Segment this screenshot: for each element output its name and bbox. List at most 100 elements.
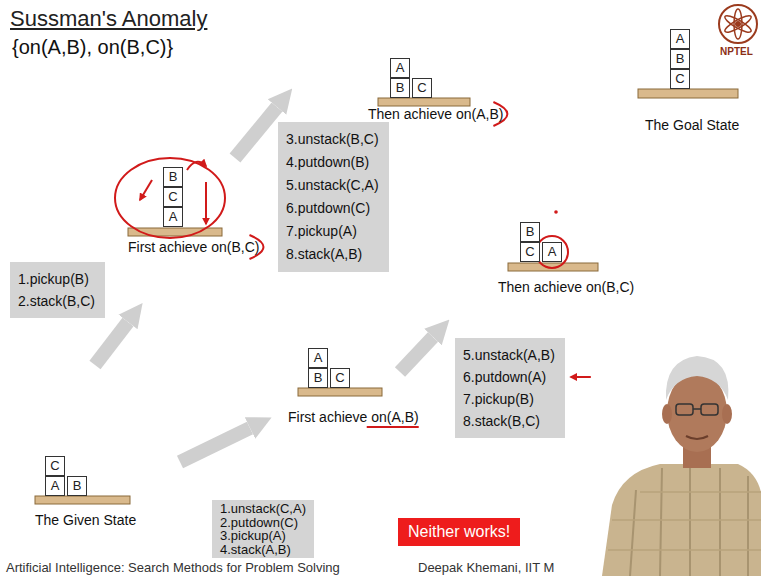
plan-step: 5.unstack(C,A): [286, 174, 379, 197]
plan-step: 7.pickup(A): [286, 220, 379, 243]
red-arrow-mark: [140, 180, 152, 200]
logo-petal: [723, 13, 753, 35]
plan-step: 4.putdown(B): [286, 151, 379, 174]
block-letter: A: [314, 349, 323, 367]
block-box: A: [390, 58, 410, 78]
block-letter: C: [168, 188, 177, 206]
block-letter: A: [548, 243, 557, 261]
red-dot-mark: [554, 210, 558, 214]
plan-step: 4.stack(A,B): [220, 543, 306, 557]
plan-box: 5.unstack(A,B)6.putdown(A)7.pickup(B)8.s…: [455, 338, 565, 438]
hair: [666, 356, 729, 400]
block-letter: A: [51, 477, 60, 495]
shirt-checks: [608, 492, 761, 550]
alert-text: Neither works!: [408, 523, 510, 541]
block-letter: A: [396, 59, 405, 77]
glasses-bridge: [693, 408, 701, 410]
block-letter: B: [73, 477, 82, 495]
block-letter: A: [676, 30, 685, 48]
block-letter: C: [417, 79, 426, 97]
condition-text: {on(A,B), on(B,C)}: [12, 36, 173, 59]
plan-step: 1.pickup(B): [18, 268, 95, 290]
block-box: A: [670, 29, 690, 49]
table-top: [298, 388, 382, 396]
block-box: A: [308, 348, 328, 368]
block-box: B: [308, 368, 328, 388]
ear: [722, 404, 732, 424]
progress-arrow: [95, 322, 128, 365]
plan-box: 1.unstack(C,A)2.putdown(C)3.pickup(A)4.s…: [212, 500, 314, 558]
block-box: B: [163, 167, 183, 187]
block-box: C: [412, 78, 432, 98]
red-circle-mark: [536, 236, 568, 268]
block-letter: B: [676, 50, 685, 68]
block-letter: B: [526, 223, 535, 241]
plan-box: 1.pickup(B)2.stack(B,C): [10, 262, 105, 318]
block-letter: B: [396, 79, 405, 97]
plan-step: 6.putdown(A): [463, 366, 555, 388]
plan-box: 3.unstack(B,C)4.putdown(B)5.unstack(C,A)…: [278, 122, 389, 272]
block-letter: C: [525, 243, 534, 261]
logo-petal: [723, 13, 753, 35]
state-caption: The Goal State: [645, 117, 739, 133]
mouth: [686, 436, 708, 439]
block-box: C: [330, 368, 350, 388]
state-caption: Then achieve on(A,B): [368, 106, 503, 122]
block-box: C: [45, 456, 65, 476]
plan-step: 8.stack(A,B): [286, 243, 379, 266]
state-caption: Then achieve on(B,C): [498, 279, 634, 295]
lecturer-figure: [602, 356, 761, 576]
logo-ring: [719, 5, 757, 43]
block-box: B: [670, 49, 690, 69]
glasses: [676, 404, 693, 415]
plan-step: 3.unstack(B,C): [286, 128, 379, 151]
block-box: A: [45, 476, 65, 496]
red-arrow-mark: [205, 182, 207, 224]
glasses: [701, 404, 718, 415]
logo-emblem: [719, 5, 757, 43]
block-box: B: [520, 222, 540, 242]
shirt: [602, 464, 761, 576]
plan-step: 5.unstack(A,B): [463, 344, 555, 366]
red-underline-mark: [367, 426, 419, 428]
block-letter: C: [675, 70, 684, 88]
table-top: [35, 496, 130, 504]
state-caption: The Given State: [35, 512, 136, 528]
state-caption: First achieve on(A,B): [288, 409, 419, 425]
plan-step: 6.putdown(C): [286, 197, 379, 220]
table-top: [378, 98, 470, 106]
block-box: B: [390, 78, 410, 98]
plan-step: 3.pickup(A): [220, 529, 306, 543]
footer-text: Deepak Khemani, IIT M: [418, 560, 554, 575]
block-letter: A: [169, 208, 178, 226]
block-letter: C: [335, 369, 344, 387]
progress-arrow: [235, 107, 277, 158]
block-box: A: [542, 242, 562, 262]
footer-text: Artificial Intelligence: Search Methods …: [6, 560, 340, 575]
block-box: A: [163, 207, 183, 227]
plan-step: 1.unstack(C,A): [220, 502, 306, 516]
block-box: B: [67, 476, 87, 496]
logo-text: NPTEL: [720, 46, 753, 57]
progress-arrow: [400, 337, 433, 372]
table-top: [638, 89, 738, 98]
ear: [662, 404, 672, 424]
plan-step: 2.stack(B,C): [18, 290, 95, 312]
red-arrow-mark: [187, 162, 206, 170]
state-caption: First achieve on(B,C): [128, 239, 259, 255]
block-box: C: [520, 242, 540, 262]
block-box: C: [670, 69, 690, 89]
shirt-stripes: [630, 468, 748, 576]
plan-step: 8.stack(B,C): [463, 410, 555, 432]
block-letter: C: [50, 457, 59, 475]
red-circle-mark: [115, 158, 225, 238]
red-arrow-mark: [571, 376, 591, 378]
alert-box: Neither works!: [398, 518, 520, 546]
plan-step: 7.pickup(B): [463, 388, 555, 410]
slide-title: Sussman's Anomaly: [10, 6, 207, 32]
block-box: C: [163, 187, 183, 207]
block-letter: B: [169, 168, 178, 186]
